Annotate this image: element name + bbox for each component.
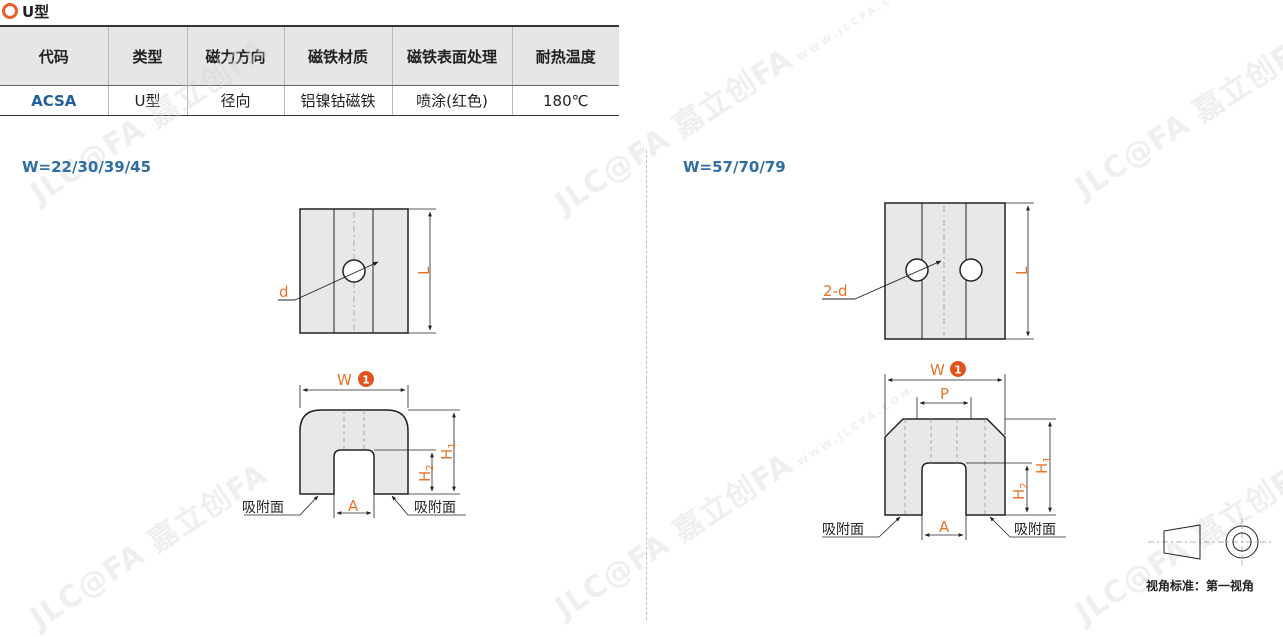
left-W-label: W: [337, 371, 352, 389]
section-divider: [646, 150, 647, 620]
first-angle-projection-icon: [1148, 518, 1272, 566]
right-top-view: [822, 202, 1034, 340]
left-H1-label: H1: [438, 442, 458, 460]
left-L-label: L: [415, 266, 433, 275]
section-title: U型: [22, 2, 50, 21]
cell-code: ACSA: [0, 85, 108, 116]
cell-magnet-material: 铝镍钴磁铁: [283, 85, 392, 116]
right-drawing-caption: W=57/70/79: [683, 158, 786, 176]
cell-magnetic-direction: 径向: [186, 85, 284, 116]
left-W-badge: 1: [362, 374, 370, 387]
right-W-label: W: [930, 361, 945, 379]
right-A-label: A: [939, 518, 950, 536]
right-face-label-left: 吸附面: [822, 522, 864, 538]
left-H2-label: H2: [416, 464, 436, 482]
header-magnetic-direction: 磁力方向: [186, 25, 284, 86]
right-d-label: 2-d: [823, 282, 847, 300]
table-row: ACSA U型 径向 铝镍钴磁铁 喷涂(红色) 180℃: [0, 85, 619, 116]
spec-table: 代码 类型 磁力方向 磁铁材质 磁铁表面处理 耐热温度 ACSA U型 径向 铝…: [0, 25, 619, 116]
right-H1-label: H1: [1033, 456, 1053, 474]
cell-heat-resistance: 180℃: [511, 85, 619, 116]
view-standard-label: 视角标准：第一视角: [1146, 579, 1255, 593]
right-front-view: [822, 361, 1066, 540]
right-W-badge: 1: [954, 364, 962, 377]
right-P-label: P: [940, 385, 949, 403]
header-code: 代码: [0, 25, 108, 86]
header-magnet-material: 磁铁材质: [283, 25, 392, 86]
header-type: 类型: [107, 25, 187, 86]
header-heat-resistance: 耐热温度: [511, 25, 619, 86]
table-header-row: 代码 类型 磁力方向 磁铁材质 磁铁表面处理 耐热温度: [0, 25, 619, 86]
left-drawing-caption: W=22/30/39/45: [22, 158, 152, 176]
left-A-label: A: [348, 497, 359, 515]
right-H2-label: H2: [1010, 482, 1030, 500]
right-face-label-right: 吸附面: [1014, 522, 1056, 538]
left-front-view: [244, 371, 466, 518]
left-top-view: [278, 208, 436, 334]
right-L-label: L: [1013, 266, 1031, 275]
cell-surface-treatment: 喷涂(红色): [391, 85, 512, 116]
circle-bullet-icon: [2, 3, 18, 19]
left-face-label-right: 吸附面: [414, 500, 456, 516]
header-surface-treatment: 磁铁表面处理: [391, 25, 512, 86]
left-d-label: d: [279, 283, 289, 301]
left-face-label-left: 吸附面: [242, 500, 284, 516]
cell-type: U型: [107, 85, 187, 116]
section-header: U型: [2, 0, 49, 22]
